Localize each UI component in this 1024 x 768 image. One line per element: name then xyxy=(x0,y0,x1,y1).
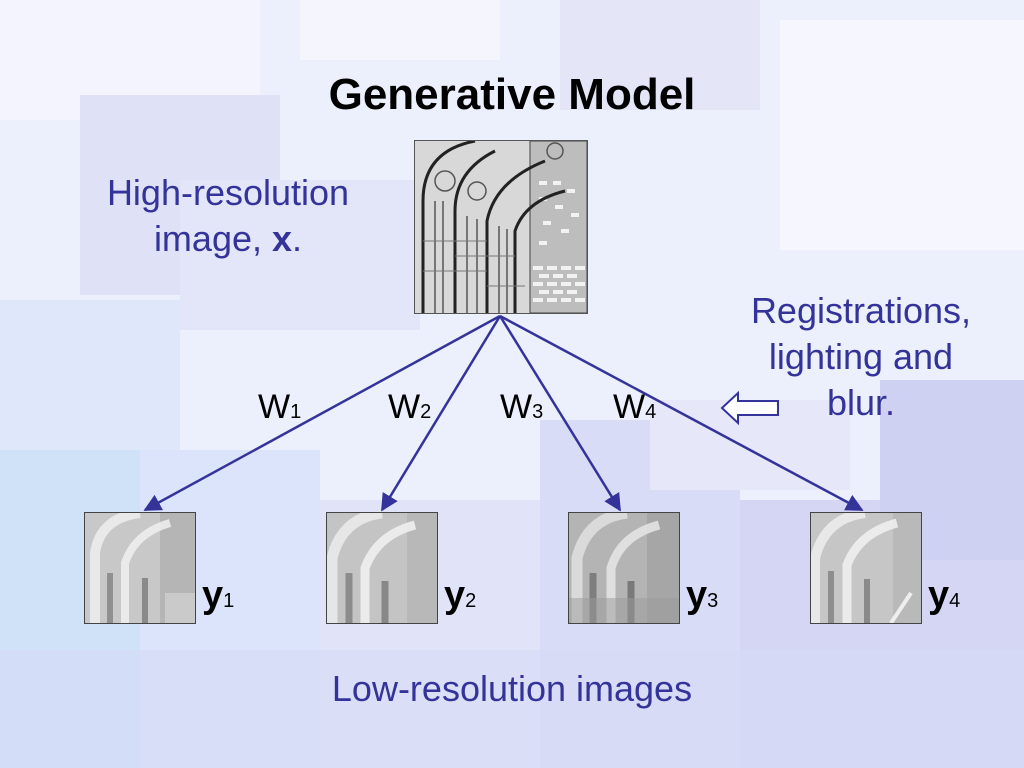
weight-1-base: W xyxy=(258,388,291,426)
high-resolution-image xyxy=(414,140,588,314)
low-resolution-image-4 xyxy=(810,512,922,624)
output-label-3: y3 xyxy=(686,574,718,617)
weight-label-1: W1 xyxy=(258,388,301,427)
registration-line2: lighting and xyxy=(768,336,954,377)
weight-2-base: W xyxy=(388,388,421,426)
output-1-base: y xyxy=(202,574,224,616)
registration-label: Registrations, lighting and blur. xyxy=(730,288,992,426)
weight-3-base: W xyxy=(500,388,533,426)
weight-4-sub: 4 xyxy=(645,401,657,423)
weight-4-base: W xyxy=(613,388,646,426)
output-1-sub: 1 xyxy=(223,590,235,612)
output-label-1: y1 xyxy=(202,574,234,617)
arrow-to-y1 xyxy=(143,314,501,512)
slide-title: Generative Model xyxy=(328,70,696,119)
weight-3-sub: 3 xyxy=(532,401,544,423)
x-variable: x xyxy=(272,218,293,259)
output-4-sub: 4 xyxy=(949,590,961,612)
weight-2-sub: 2 xyxy=(420,401,432,423)
high-resolution-label: High-resolution image, x. xyxy=(80,170,376,262)
high-resolution-line1: High-resolution xyxy=(106,172,350,213)
weight-label-4: W4 xyxy=(613,388,656,427)
output-3-base: y xyxy=(686,574,708,616)
high-resolution-suffix: . xyxy=(292,218,303,259)
low-resolution-image-1 xyxy=(84,512,196,624)
weight-label-3: W3 xyxy=(500,388,543,427)
output-3-sub: 3 xyxy=(707,590,719,612)
registration-line3: blur. xyxy=(826,382,896,423)
high-resolution-line2: image, x. xyxy=(80,216,376,262)
output-label-2: y2 xyxy=(444,574,476,617)
registration-line1: Registrations, xyxy=(750,290,972,331)
left-arrow-icon xyxy=(720,390,779,426)
output-label-4: y4 xyxy=(928,574,960,617)
arrow-to-y4 xyxy=(499,314,864,512)
low-resolution-image-2 xyxy=(326,512,438,624)
low-resolution-label: Low-resolution images xyxy=(331,668,693,709)
weight-label-2: W2 xyxy=(388,388,431,427)
output-2-sub: 2 xyxy=(465,590,477,612)
arrow-to-y3 xyxy=(498,315,622,512)
high-resolution-line2-text: image, xyxy=(153,218,272,259)
output-4-base: y xyxy=(928,574,950,616)
output-2-base: y xyxy=(444,574,466,616)
low-resolution-image-3 xyxy=(568,512,680,624)
arrow-to-y2 xyxy=(380,315,502,512)
weight-1-sub: 1 xyxy=(290,401,302,423)
